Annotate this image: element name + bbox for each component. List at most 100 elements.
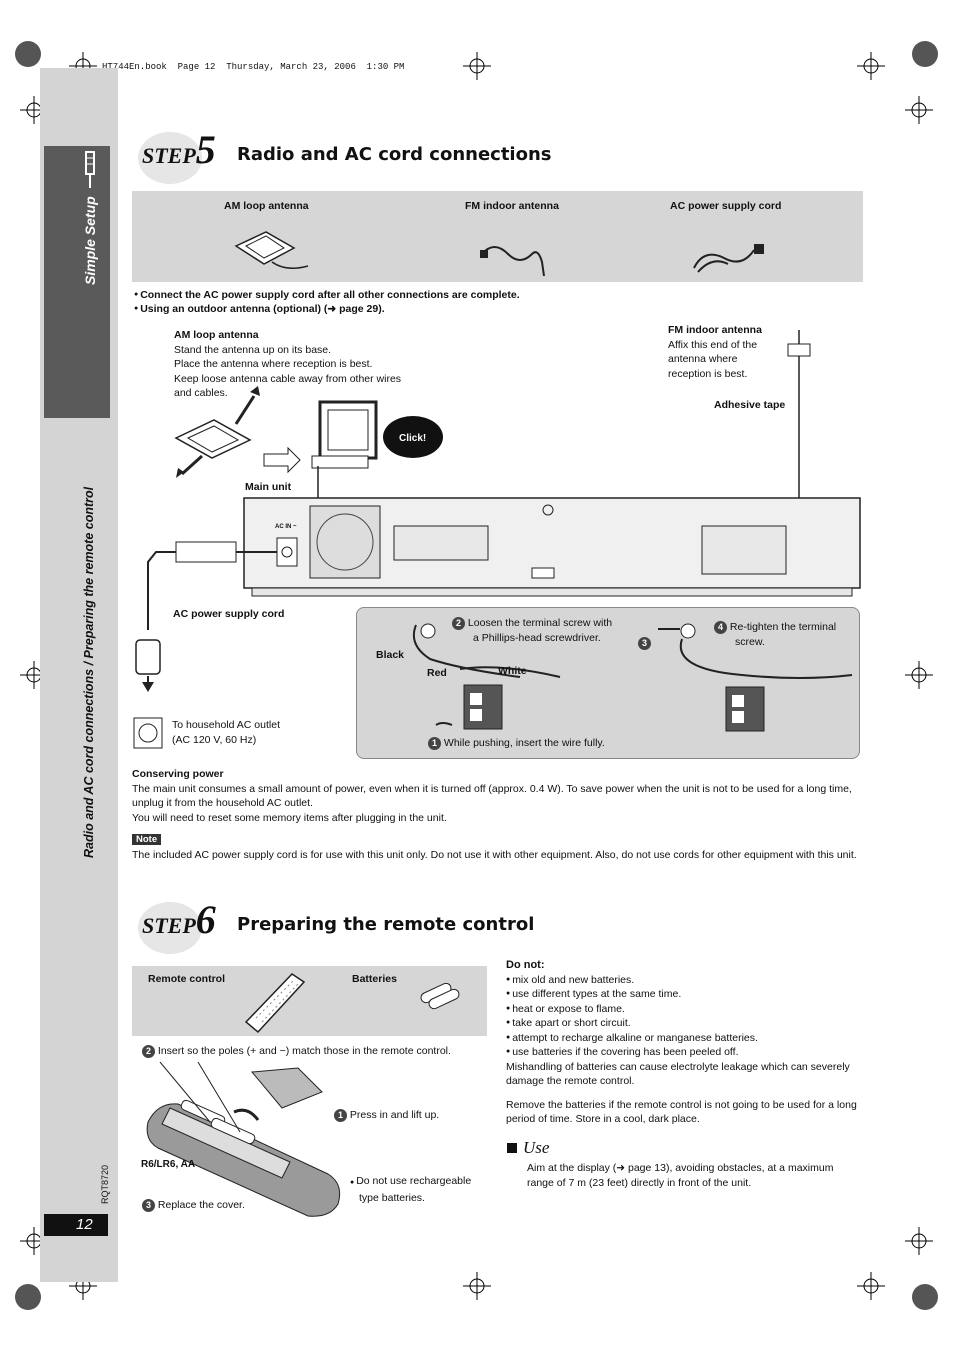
fm-instructions: FM indoor antenna Affix this end of the …	[668, 323, 788, 381]
wiring-inset-art	[412, 623, 853, 732]
step5-badge: STEP5	[142, 127, 216, 172]
square-bullet-icon	[507, 1143, 517, 1153]
do-not-item: heat or expose to flame.	[506, 1002, 862, 1017]
step6-title: Preparing the remote control	[237, 914, 535, 935]
do-not-item: use different types at the same time.	[506, 987, 862, 1002]
press-step: 1 Press in and lift up.	[334, 1108, 439, 1123]
note-text: The included AC power supply cord is for…	[132, 848, 857, 861]
bullet-outdoor-antenna: Using an outdoor antenna (optional) (➜ p…	[140, 303, 385, 316]
do-not-item: use batteries if the covering has been p…	[506, 1045, 862, 1060]
print-header: HT744En.book Page 12 Thursday, March 23,…	[102, 62, 405, 72]
do-not-item: mix old and new batteries.	[506, 973, 862, 988]
wire-red-label: Red	[427, 667, 447, 679]
ac-cord-icon	[693, 244, 764, 273]
ac-cord-label: AC power supply cord	[173, 608, 285, 620]
doc-code: RQT8720	[100, 1164, 110, 1204]
sidebar-section-tab	[44, 146, 110, 418]
note-tag: Note	[132, 834, 162, 845]
outlet-line: (AC 120 V, 60 Hz)	[172, 733, 257, 746]
step-2-badge: 2	[452, 617, 465, 630]
inset-step1-text: While pushing, insert the wire fully.	[443, 737, 605, 749]
step6-badge: STEP6	[142, 897, 216, 942]
inset-step2: 2 Loosen the terminal screw with a Phill…	[452, 616, 642, 645]
am-line: Stand the antenna up on its base.	[174, 343, 332, 356]
connection-diagram	[133, 330, 861, 749]
mishandling-text: Mishandling of batteries can cause elect…	[506, 1060, 850, 1088]
am-antenna-icon	[234, 231, 309, 269]
outlet-text: To household AC outlet (AC 120 V, 60 Hz)	[172, 718, 280, 747]
wire-black-label: Black	[376, 649, 405, 661]
click-bubble	[383, 416, 443, 458]
remote-control-icon	[244, 973, 306, 1034]
conserving-title: Conserving power	[132, 768, 224, 780]
plug-icon	[85, 151, 95, 188]
ac-in-label: AC IN ~	[275, 524, 297, 530]
inset-step2-text-b: a Phillips-head screwdriver.	[473, 631, 601, 644]
am-title: AM loop antenna	[174, 329, 259, 341]
inset-step4-text: Re-tighten the terminal	[729, 621, 837, 633]
insert-step: 2 Insert so the poles (+ and −) match th…	[142, 1044, 492, 1059]
step-1-badge: 1	[428, 737, 441, 750]
accessory-fm-label: FM indoor antenna	[465, 200, 559, 212]
step-1-badge: 1	[334, 1109, 347, 1122]
main-unit-label: Main unit	[245, 481, 292, 493]
am-line: and cables.	[174, 387, 228, 399]
accessories-box	[132, 191, 863, 282]
fm-antenna-icon	[480, 246, 545, 276]
am-line: Keep loose antenna cable away from other…	[174, 372, 402, 385]
page-number-box	[44, 1214, 108, 1236]
do-not-item: attempt to recharge alkaline or manganes…	[506, 1031, 862, 1046]
do-not-block: Do not: mix old and new batteries. use d…	[506, 958, 862, 1127]
batteries-icon	[420, 982, 460, 1010]
wiring-inset	[356, 607, 860, 759]
sidebar-title: Simple Setup	[82, 196, 98, 285]
fm-line: antenna where	[668, 353, 738, 365]
press-text: Press in and lift up.	[349, 1109, 440, 1121]
batteries-label: Batteries	[352, 973, 397, 985]
conserving-power: Conserving power The main unit consumes …	[132, 767, 862, 825]
fm-title: FM indoor antenna	[668, 324, 762, 336]
page-number: 12	[76, 1216, 93, 1233]
conserving-text-2: You will need to reset some memory items…	[132, 811, 447, 824]
step5-bullets: Connect the AC power supply cord after a…	[134, 288, 520, 316]
fm-line: Affix this end of the	[668, 338, 758, 351]
do-not-title: Do not:	[506, 959, 545, 971]
step-3-badge: 3	[638, 637, 651, 650]
adhesive-tape-label: Adhesive tape	[714, 399, 786, 411]
step-4-badge: 4	[714, 621, 727, 634]
outlet-line: To household AC outlet	[172, 719, 280, 731]
use-heading: Use	[507, 1138, 549, 1158]
fm-line: reception is best.	[668, 367, 748, 380]
accessory-am-label: AM loop antenna	[224, 200, 309, 212]
insert-text: Insert so the poles (+ and −) match thos…	[157, 1045, 451, 1057]
accessory-ac-label: AC power supply cord	[670, 200, 782, 212]
battery-type-label: R6/LR6, AA	[141, 1159, 196, 1170]
step-3-badge: 3	[142, 1199, 155, 1212]
use-text: Aim at the display (➜ page 13), avoiding…	[527, 1162, 834, 1189]
remote-control-label: Remote control	[148, 973, 226, 985]
am-line: Place the antenna where reception is bes…	[174, 358, 373, 370]
step-2-badge: 2	[142, 1045, 155, 1058]
inset-step4: 4 Re-tighten the terminal screw.	[714, 620, 854, 649]
step5-title: Radio and AC cord connections	[237, 144, 552, 165]
step5-swoosh	[138, 132, 202, 184]
conserving-text: The main unit consumes a small amount of…	[132, 782, 852, 810]
click-label: Click!	[399, 433, 427, 444]
sidebar-section-label: Radio and AC cord connections / Preparin…	[82, 486, 96, 858]
am-instructions: AM loop antenna Stand the antenna up on …	[174, 328, 434, 401]
no-recharge-note: ● Do not use rechargeable type batteries…	[350, 1174, 471, 1205]
wire-white-label: White	[498, 665, 527, 677]
bullet-ac-last: Connect the AC power supply cord after a…	[140, 289, 520, 301]
inset-step4-text-b: screw.	[735, 635, 765, 648]
note-block: Note The included AC power supply cord i…	[132, 832, 862, 862]
remove-batteries-text: Remove the batteries if the remote contr…	[506, 1098, 857, 1126]
inset-step2-text: Loosen the terminal screw with	[467, 617, 613, 629]
inset-step1: 1 While pushing, insert the wire fully.	[428, 736, 605, 751]
do-not-item: take apart or short circuit.	[506, 1016, 862, 1031]
replace-text: Replace the cover.	[157, 1199, 245, 1211]
battery-insertion-diagram	[146, 1062, 341, 1217]
no-recharge-line: ● Do not use rechargeable	[350, 1175, 472, 1187]
no-recharge-line: type batteries.	[359, 1191, 425, 1204]
replace-step: 3 Replace the cover.	[142, 1198, 245, 1213]
